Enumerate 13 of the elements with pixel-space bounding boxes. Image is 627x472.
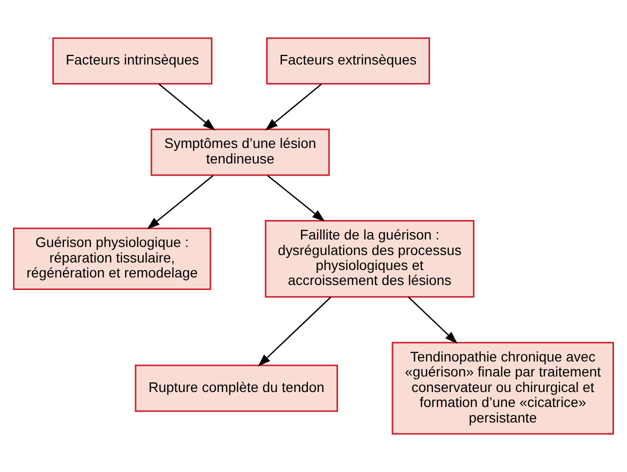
node-box: Facteurs intrinsèques: [52, 37, 212, 85]
node-box: Facteurs extrinsèques: [266, 37, 430, 85]
arrow: [265, 84, 322, 131]
node-box: Guérison physiologique : réparation tissulaire, régénération et remodelage: [13, 228, 212, 290]
node-box: Tendinopathie chronique avec «guérison» finale par traitement conservateur ou chirurgical et formation d’une «cicatrice» persistante: [392, 342, 614, 435]
arrow: [146, 175, 214, 230]
arrow: [158, 84, 216, 131]
node-box: Faillite de la guérison : dysrégulations des processus physiologiques et accroissement des lésions: [264, 220, 474, 298]
arrow: [258, 296, 332, 367]
node-box: Rupture complète du tendon: [134, 364, 338, 412]
arrow: [267, 175, 325, 222]
arrow: [408, 296, 458, 344]
node-box: Symptômes d’une lésion tendineuse: [150, 128, 330, 176]
